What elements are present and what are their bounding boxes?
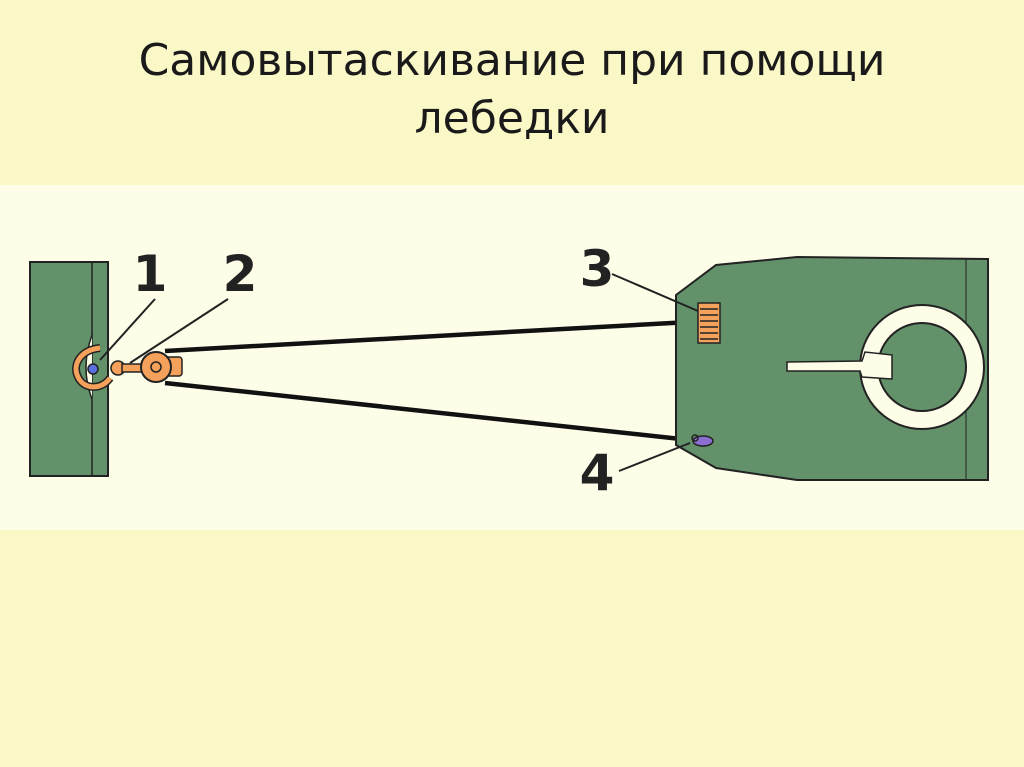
cable-icon bbox=[164, 319, 691, 443]
callout-4: 4 bbox=[580, 444, 615, 502]
winch-diagram: 1 2 3 4 bbox=[0, 185, 1024, 530]
callout-1: 1 bbox=[133, 245, 168, 303]
diagram-canvas: 1 2 3 4 bbox=[0, 185, 1024, 530]
tow-hook-icon bbox=[691, 434, 714, 447]
pulley-block-icon bbox=[140, 351, 183, 383]
page-title: Самовытаскивание при помощи лебедки bbox=[0, 32, 1024, 148]
callout-3: 3 bbox=[580, 240, 615, 298]
winch-drum-icon bbox=[697, 302, 721, 344]
title-line-1: Самовытаскивание при помощи bbox=[138, 35, 886, 86]
callout-2: 2 bbox=[223, 245, 258, 303]
leader-lines bbox=[99, 273, 699, 472]
title-line-2: лебедки bbox=[414, 93, 610, 144]
turret-icon bbox=[786, 304, 985, 430]
